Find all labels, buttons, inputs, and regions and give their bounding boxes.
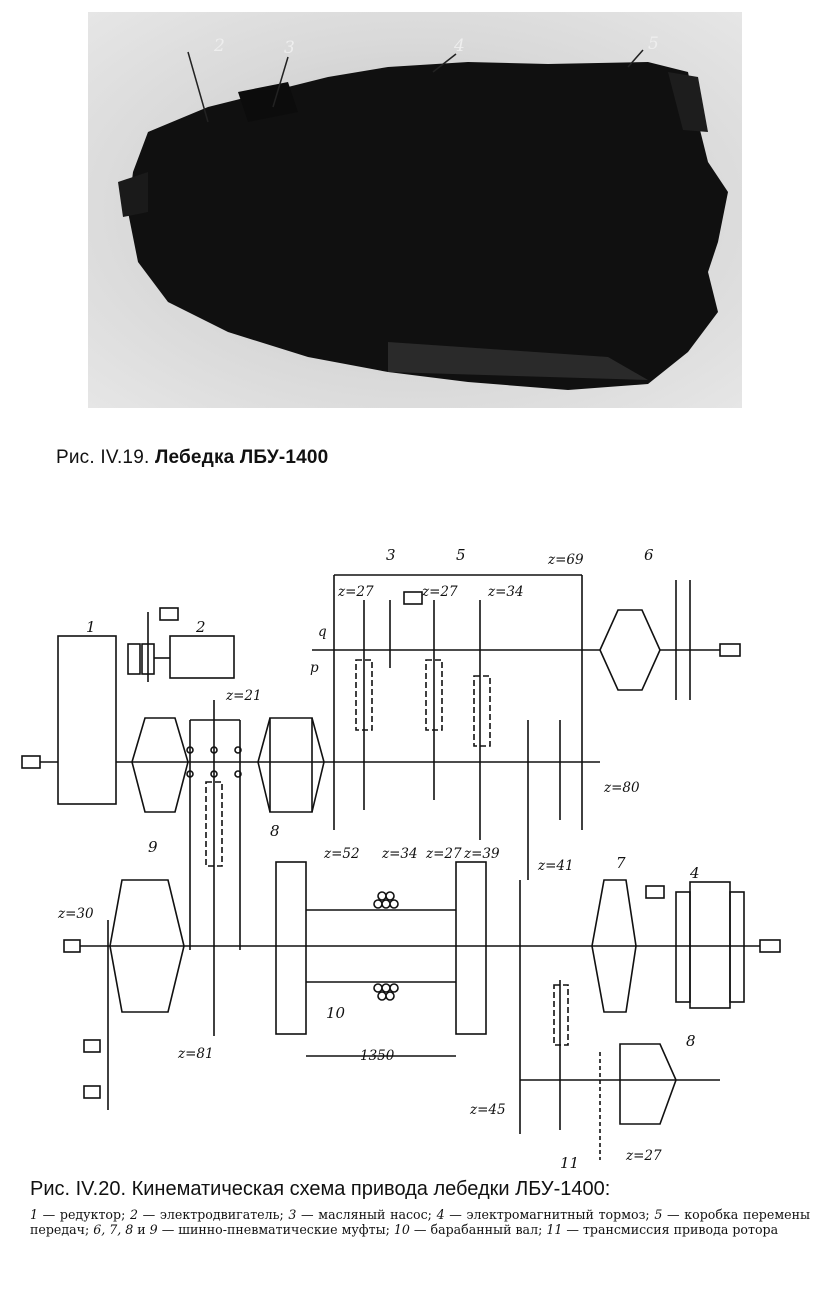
- kinematic-scheme: 1 2 3 4 5 6 7 8 8 9 10 11 z=21 z=27 z=27…: [21, 546, 781, 1170]
- reducer-box: [57, 635, 117, 805]
- legend-text-7: — шинно-пневматические муфты;: [157, 1221, 394, 1237]
- gear-z27d: z=27: [625, 1148, 662, 1164]
- label-7: 7: [616, 854, 626, 872]
- label-11: 11: [560, 1154, 579, 1170]
- figure-legend: 1 — редуктор; 2 — электродвигатель; 3 — …: [30, 1207, 810, 1237]
- label-9: 9: [148, 838, 158, 856]
- figure-caption-19: Рис. IV.19. Лебедка ЛБУ-1400: [56, 447, 328, 469]
- gear-z45: z=45: [469, 1102, 506, 1118]
- gear-z21: z=21: [225, 688, 262, 704]
- gear-z27a: z=27: [337, 584, 374, 600]
- legend-text-5: — коробка перемены передач;: [30, 1207, 810, 1237]
- gear-z69: z=69: [547, 552, 584, 568]
- gear-z80: z=80: [603, 780, 640, 796]
- gear-z41: z=41: [537, 858, 574, 874]
- label-10: 10: [326, 1004, 346, 1022]
- legend-text-8: — барабанный вал;: [409, 1221, 547, 1237]
- gear-z39: z=39: [463, 846, 500, 862]
- legend-num-1: 1: [30, 1207, 39, 1222]
- caption-title: Лебедка ЛБУ-1400: [154, 447, 329, 468]
- label-2: 2: [195, 618, 206, 636]
- winch-photo: 2 3 4 5: [88, 12, 742, 408]
- legend-num-3: 3: [288, 1207, 297, 1222]
- electric-motor: [169, 635, 235, 679]
- label-4: 4: [689, 864, 700, 882]
- electromagnetic-brake: [689, 881, 731, 1009]
- legend-num-7: 9: [149, 1221, 158, 1237]
- legend-text-2: — электродвигатель;: [137, 1207, 289, 1222]
- gear-z30: z=30: [57, 906, 94, 922]
- drum-right-flange: [455, 861, 487, 1035]
- gear-z34a: z=34: [487, 584, 524, 600]
- photo-label-5: 5: [648, 34, 659, 54]
- legend-num-2: 2: [129, 1207, 138, 1222]
- gear-z81: z=81: [177, 1046, 214, 1062]
- legend-text-4: — электромагнитный тормоз;: [444, 1207, 655, 1222]
- legend-text-1: — редуктор;: [38, 1207, 130, 1222]
- label-8-right: 8: [686, 1032, 696, 1050]
- legend-num-8: 10: [393, 1221, 410, 1237]
- legend-num-4: 4: [436, 1207, 445, 1222]
- gear-z52: z=52: [323, 846, 360, 862]
- label-8-left: 8: [270, 822, 280, 840]
- photo-label-3: 3: [284, 38, 295, 58]
- legend-text-6: и: [133, 1221, 150, 1237]
- legend-text-3: — масляный насос;: [296, 1207, 437, 1222]
- gear-z27c: z=27: [425, 846, 462, 862]
- gear-z34b: z=34: [381, 846, 418, 862]
- drum-length-dimension: 1350: [360, 1048, 395, 1064]
- figure-caption-20: Рис. IV.20. Кинематическая схема привода…: [30, 1178, 611, 1200]
- photo-label-2: 2: [214, 36, 225, 56]
- drum-left-flange: [275, 861, 307, 1035]
- shaft-end: [21, 755, 41, 769]
- letter-q: q: [318, 624, 327, 640]
- legend-text-9: — трансмиссия привода ротора: [562, 1221, 779, 1237]
- label-3: 3: [386, 546, 396, 564]
- label-1: 1: [86, 618, 96, 636]
- photo-label-4: 4: [454, 36, 465, 56]
- label-5: 5: [456, 546, 466, 564]
- caption-prefix: Рис. IV.19.: [56, 447, 150, 468]
- gear-z27b: z=27: [421, 584, 458, 600]
- legend-num-5: 5: [654, 1207, 663, 1222]
- winch-silhouette: [118, 49, 728, 390]
- legend-num-6: 6, 7, 8: [93, 1221, 134, 1237]
- label-6: 6: [644, 546, 654, 564]
- legend-num-9: 11: [546, 1221, 563, 1237]
- letter-p: p: [310, 660, 319, 676]
